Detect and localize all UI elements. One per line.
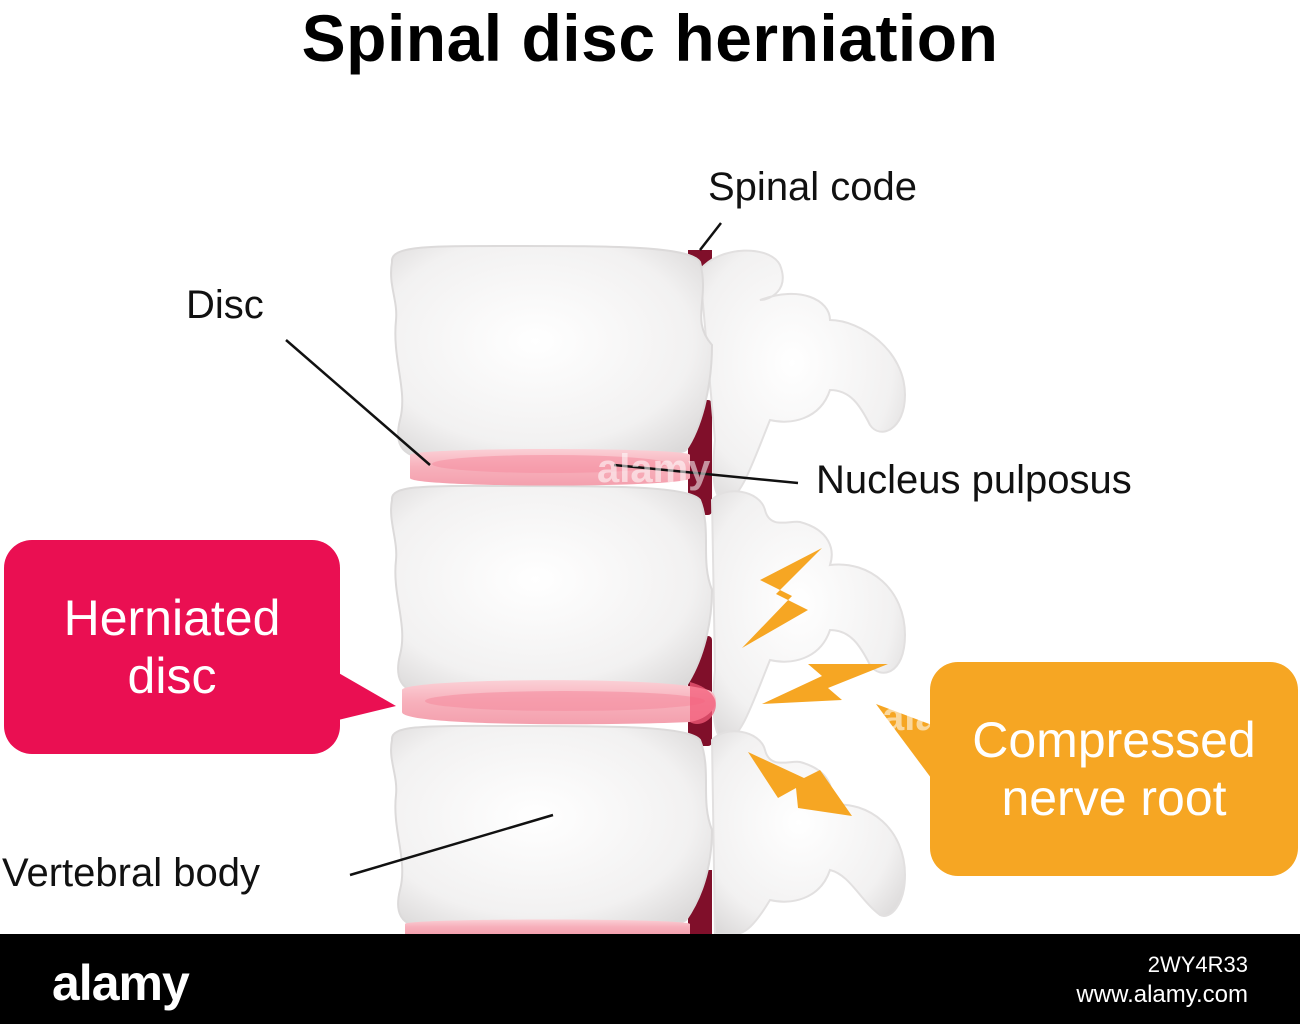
label-nucleus-pulposus: Nucleus pulposus <box>816 457 1132 503</box>
svg-text:alamy: alamy <box>597 447 711 491</box>
callout-herniated-line1: Herniated <box>4 589 340 647</box>
label-disc: Disc <box>186 282 264 328</box>
vertebral-processes <box>700 251 905 934</box>
label-vertebral-body: Vertebral body <box>2 850 260 896</box>
watermark-footer: alamy 2WY4R33 www.alamy.com <box>0 934 1300 1024</box>
alamy-logo: alamy <box>52 954 189 1012</box>
diagram-title: Spinal disc herniation <box>0 0 1300 76</box>
callout-herniated-line2: disc <box>4 647 340 705</box>
watermark-url: www.alamy.com <box>1076 980 1248 1010</box>
image-id: 2WY4R33 <box>1076 950 1248 980</box>
image-id-block: 2WY4R33 www.alamy.com <box>1076 950 1248 1010</box>
vertebral-bodies <box>391 246 712 928</box>
callout-herniated-disc: Herniated disc <box>4 540 340 754</box>
callout-compressed-line1: Compressed <box>930 711 1298 769</box>
callout-compressed-nerve-root: Compressed nerve root <box>930 662 1298 876</box>
callout-compressed-line2: nerve root <box>930 769 1298 827</box>
label-spinal-code: Spinal code <box>708 164 917 210</box>
